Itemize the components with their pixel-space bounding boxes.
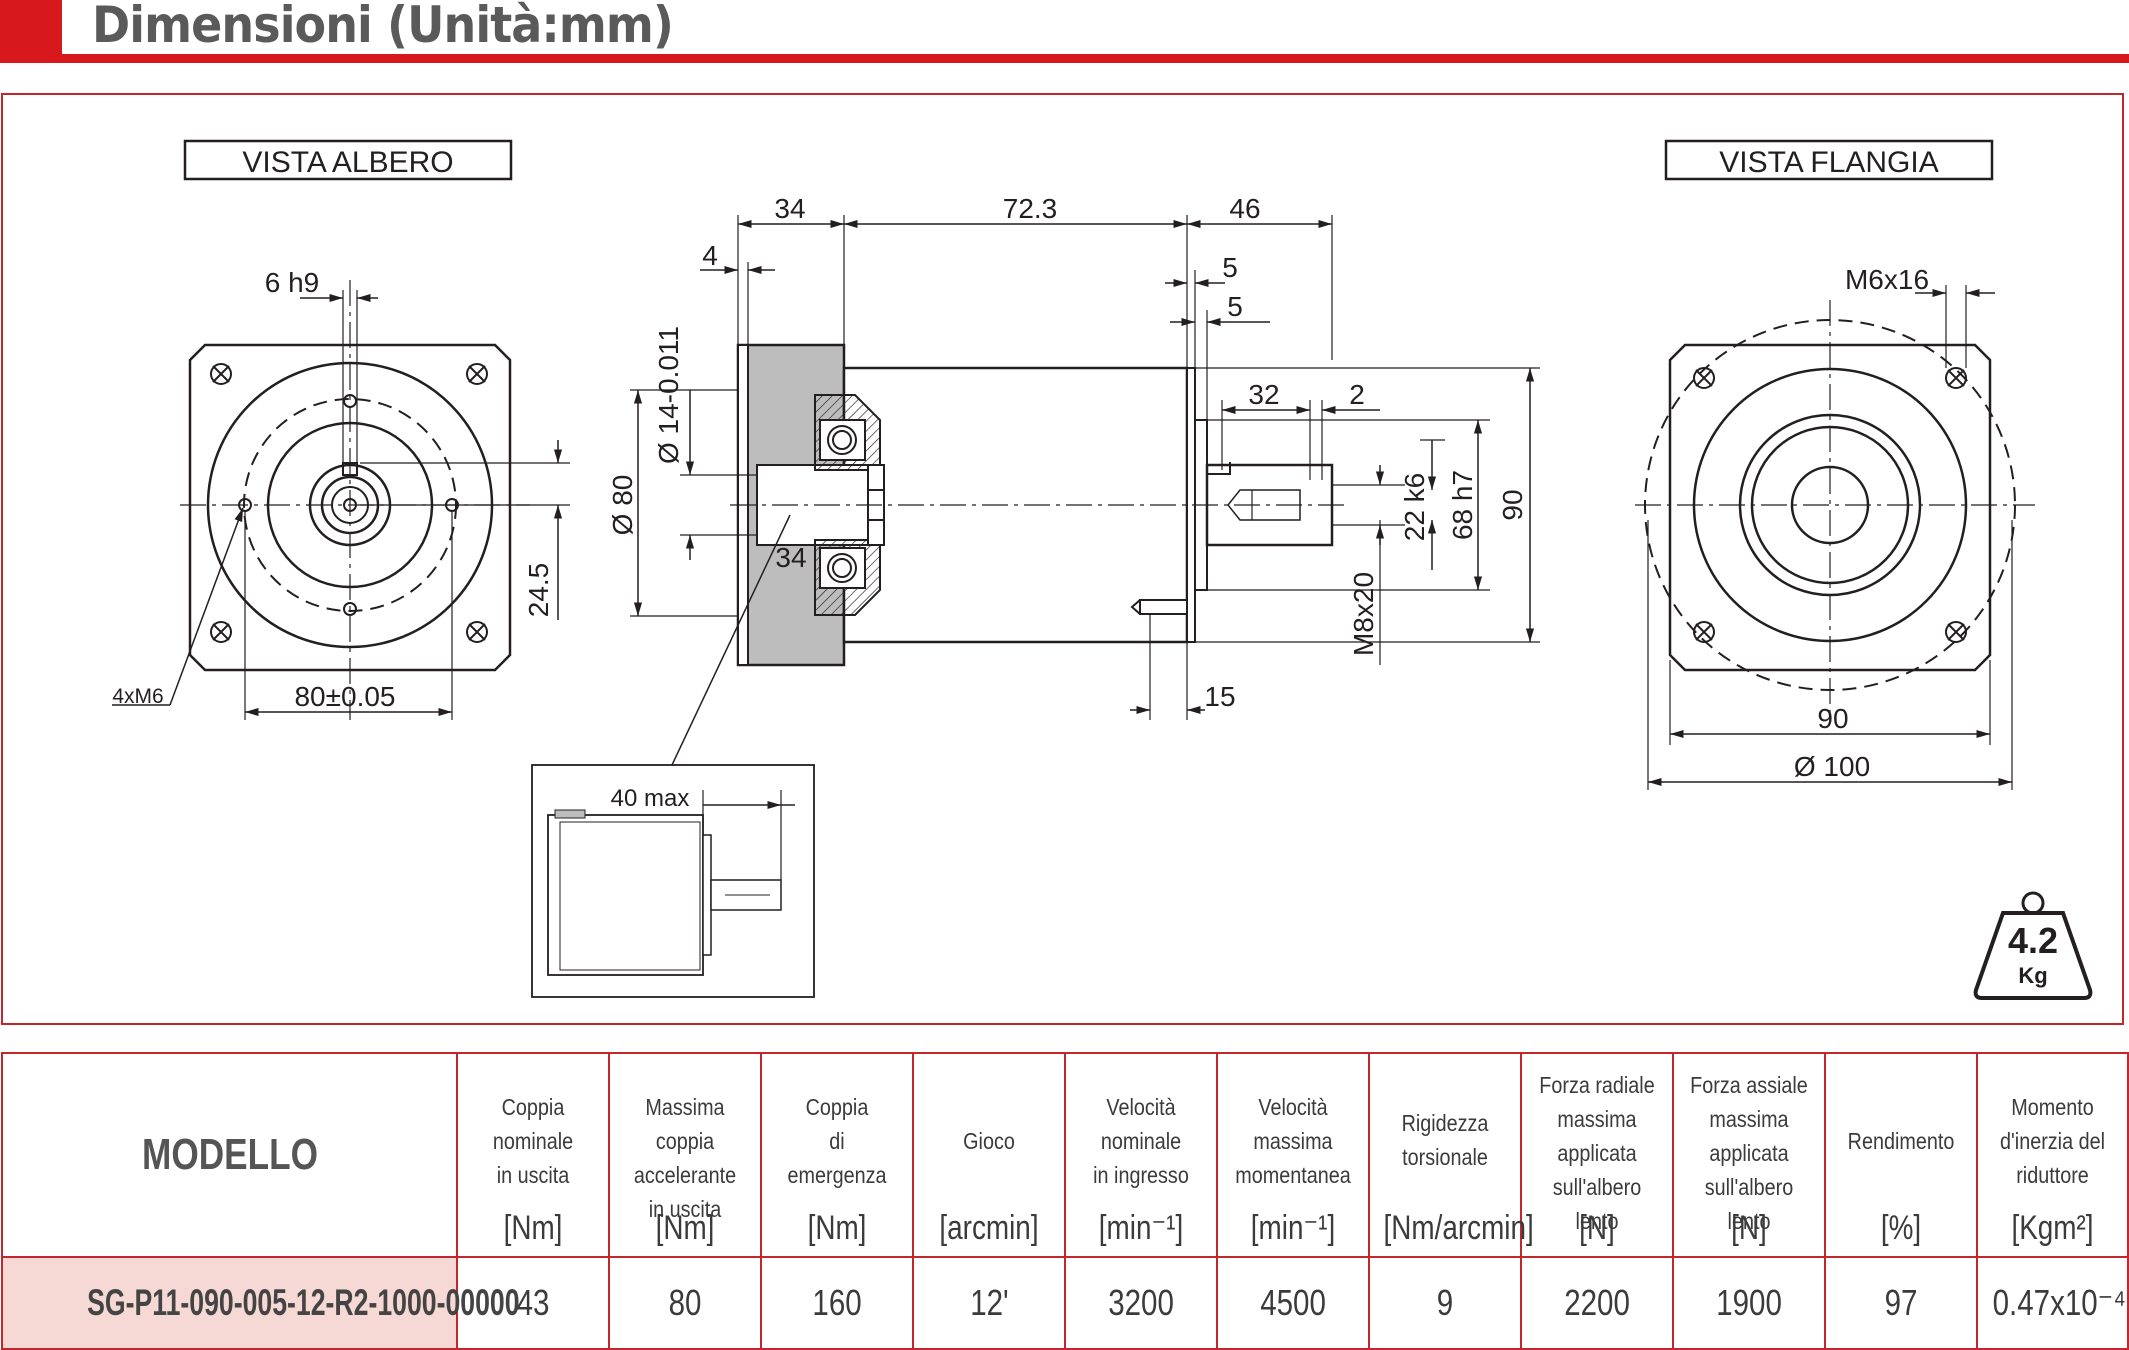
dim-size-90: 90 (1497, 489, 1528, 520)
dim-pcd: 80±0.05 (294, 681, 395, 712)
value-cell: 97 (1824, 1256, 1978, 1350)
model-cell: SG-P11-090-005-12-R2-1000-00000 (1, 1256, 520, 1350)
value-cell: 2200 (1520, 1256, 1674, 1350)
view-flange-label: VISTA FLANGIA (1719, 146, 1939, 179)
col-header: Rendimento[%] (1824, 1052, 1978, 1258)
value-cell: 80 (608, 1256, 762, 1350)
value-cell: 43 (456, 1256, 610, 1350)
col-header: Gioco[arcmin] (912, 1052, 1066, 1258)
dim-dia-14: Ø 14-0.011 (653, 326, 684, 464)
value-cell: 0.47x10⁻⁴ (1976, 1256, 2129, 1350)
dim-len-2: 2 (1349, 379, 1365, 410)
model-header-cell: MODELLO (1, 1052, 458, 1258)
view-flange-box (1664, 139, 1994, 181)
header-accent-square (0, 0, 62, 60)
dim-len-5a: 5 (1222, 252, 1238, 283)
dim-thread-m8: M8x20 (1348, 572, 1379, 656)
dim-len-32: 32 (1248, 379, 1279, 410)
col-unit: [min⁻¹] (1098, 1209, 1184, 1247)
table-row: SG-P11-090-005-12-R2-1000-00000 43 80 16… (1, 1256, 2129, 1350)
col-unit: [Nm/arcmin] (1383, 1209, 1534, 1247)
value-cell: 12' (912, 1256, 1066, 1350)
value-cell: 9 (1368, 1256, 1522, 1350)
dim-dia-68: 68 h7 (1447, 470, 1478, 540)
dim-len-46: 46 (1229, 193, 1260, 224)
dim-flange-90: 90 (1817, 703, 1848, 734)
col-unit: [Nm] (807, 1209, 867, 1247)
dim-len-15: 15 (1204, 681, 1235, 712)
flange-view-outline (1668, 343, 1992, 672)
model-name: SG-P11-090-005-12-R2-1000-00000 (87, 1282, 520, 1323)
weight-value: 4.2 (2008, 920, 2058, 961)
page-title: Dimensioni (Unità:mm) (92, 0, 674, 54)
col-unit: [%] (1880, 1209, 1922, 1247)
value-cell: 3200 (1064, 1256, 1218, 1350)
view-shaft-label: VISTA ALBERO (242, 146, 453, 179)
col-unit: [Nm] (655, 1209, 715, 1247)
value-cell: 1900 (1672, 1256, 1826, 1350)
dim-len-5b: 5 (1227, 291, 1243, 322)
dim-len-72-3: 72.3 (1003, 193, 1058, 224)
motor-detail-box (531, 764, 815, 998)
view-shaft-box (183, 139, 513, 181)
dim-max-40: 40 max (611, 785, 690, 812)
dim-len-34: 34 (774, 193, 805, 224)
dim-holes: 4xM6 (112, 685, 163, 708)
weight-icon (1973, 891, 2093, 1000)
callout-34: 34 (775, 542, 806, 573)
dim-len-4: 4 (702, 240, 718, 271)
col-unit: [N] (1579, 1209, 1615, 1247)
drawing-frame (1, 93, 2124, 1025)
dim-dia-22: 22 k6 (1399, 473, 1430, 542)
dim-dia-80: Ø 80 (607, 475, 638, 536)
weight-unit: Kg (2018, 963, 2047, 988)
value-cell: 160 (760, 1256, 914, 1350)
corner-holes (210, 363, 488, 643)
value-cell: 4500 (1216, 1256, 1370, 1350)
col-unit: [min⁻¹] (1250, 1209, 1336, 1247)
col-unit: [N] (1731, 1209, 1767, 1247)
dim-key-height: 24.5 (523, 563, 554, 618)
dim-key-width: 6 h9 (265, 267, 320, 298)
col-unit: [arcmin] (939, 1209, 1039, 1247)
dim-flange-m6: M6x16 (1845, 264, 1929, 295)
header-rule (0, 54, 2129, 63)
col-unit: [Kgm²] (2011, 1209, 2094, 1247)
dim-flange-dia-100: Ø 100 (1794, 751, 1870, 782)
technical-drawing: VISTA ALBERO VISTA FLANGIA 6 h9 4xM6 80±… (112, 139, 2093, 1000)
shaft-view-flange-outline (188, 343, 512, 672)
col-unit: [Nm] (503, 1209, 563, 1247)
model-header: MODELLO (141, 1130, 318, 1179)
